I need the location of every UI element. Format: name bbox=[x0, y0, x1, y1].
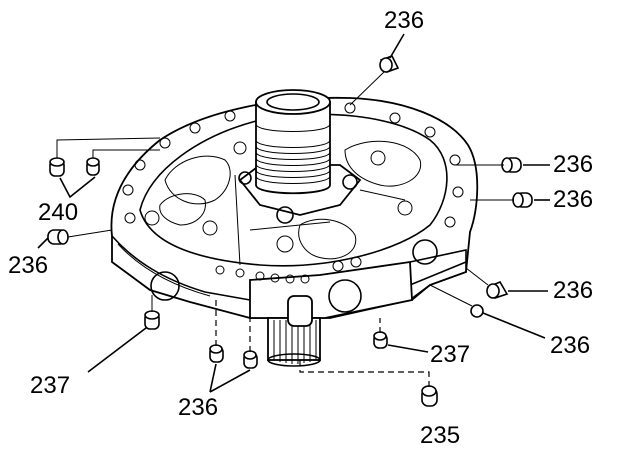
plug-bottom-center-b bbox=[243, 350, 258, 369]
leader-left-single-to-body bbox=[67, 229, 113, 238]
plug-bottom-right-235 bbox=[421, 385, 438, 407]
callout-bottom-center: 236 bbox=[178, 394, 218, 421]
leader-top-to-body bbox=[349, 71, 385, 106]
plug-right-middle bbox=[512, 192, 533, 208]
hub-bolt-left bbox=[238, 171, 252, 185]
leader-left-pair-to-body bbox=[56, 137, 161, 158]
callout-right-upper: 236 bbox=[553, 151, 593, 178]
hub-bolt-front bbox=[276, 206, 294, 224]
plug-bottom-right-237 bbox=[373, 331, 388, 349]
leader-right-bottom-to-body bbox=[429, 284, 473, 307]
front-port bbox=[328, 279, 362, 313]
callout-right-middle: 236 bbox=[553, 186, 593, 213]
leader-235-to-gear bbox=[299, 360, 430, 388]
callout-left-single: 236 bbox=[8, 252, 48, 279]
pump-right-tab bbox=[409, 249, 467, 301]
plug-left-pair-b bbox=[86, 157, 100, 176]
leader-bottom-left bbox=[87, 327, 147, 373]
plug-bottom-center-a bbox=[209, 344, 224, 363]
hub-bolt-right bbox=[342, 174, 358, 190]
internal-passage-left-2 bbox=[159, 193, 206, 226]
plug-top bbox=[379, 55, 400, 73]
leader-bottom-center bbox=[209, 363, 251, 393]
stator-shaft bbox=[255, 89, 331, 195]
plug-left-single bbox=[47, 229, 69, 245]
callout-bottom-left: 237 bbox=[30, 372, 70, 399]
internal-web bbox=[234, 174, 406, 266]
internal-passage-left bbox=[164, 155, 231, 205]
callout-top: 236 bbox=[384, 7, 424, 34]
side-port bbox=[150, 271, 180, 301]
callout-bottom-right-237: 237 bbox=[430, 341, 470, 368]
leader-top bbox=[389, 33, 405, 59]
callout-left-pair: 240 bbox=[38, 199, 78, 226]
plug-right-lower bbox=[486, 280, 509, 299]
plug-left-pair-a bbox=[49, 157, 65, 177]
leader-237-right bbox=[387, 344, 429, 353]
leader-right-lower-to-body bbox=[465, 267, 489, 286]
plugs bbox=[47, 55, 533, 407]
leader-right-bottom bbox=[482, 312, 546, 339]
plug-right-upper bbox=[501, 157, 522, 173]
drive-gear bbox=[267, 295, 321, 367]
leader-left-pair bbox=[59, 176, 96, 199]
internal-passage-center bbox=[298, 218, 357, 260]
plug-right-bottom bbox=[470, 304, 484, 318]
callout-bottom-right-235: 235 bbox=[420, 422, 460, 449]
pump-assembly bbox=[110, 89, 479, 367]
internal-passage-right bbox=[344, 140, 422, 187]
bolt-holes bbox=[122, 102, 464, 284]
leader-left-single bbox=[37, 237, 49, 249]
callout-right-lower: 236 bbox=[553, 277, 593, 304]
right-port bbox=[412, 239, 438, 265]
leader-lines bbox=[37, 33, 550, 393]
callout-labels: 236 236 236 240 236 236 236 237 236 237 … bbox=[8, 7, 593, 449]
plug-bottom-left-237 bbox=[144, 310, 160, 330]
callout-right-bottom: 236 bbox=[550, 332, 590, 359]
